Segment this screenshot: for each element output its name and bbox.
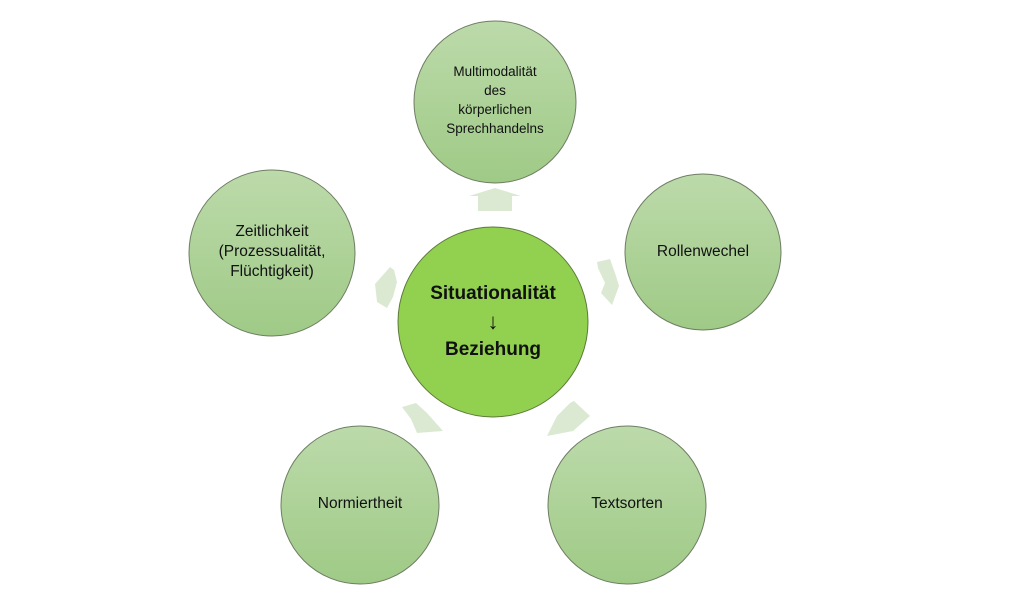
center-label-line2: Beziehung bbox=[444, 339, 542, 360]
arrow-up-icon bbox=[469, 188, 521, 211]
node-right-line: Rollenwechel bbox=[656, 243, 750, 260]
down-arrow-icon: ↓ bbox=[487, 309, 499, 334]
connector-arrows bbox=[375, 188, 619, 436]
node-top-line: Sprechhandelns bbox=[446, 121, 544, 136]
arrow-down-left-icon bbox=[402, 403, 443, 433]
node-left-line: Zeitlichkeit bbox=[235, 223, 309, 240]
node-circle-bottom-right bbox=[547, 425, 707, 585]
arrow-left-icon bbox=[375, 267, 397, 308]
node-top-line: Multimodalität bbox=[453, 64, 537, 79]
node-circle-right bbox=[624, 173, 782, 331]
node-circle-bottom-left bbox=[280, 425, 440, 585]
center-label: Situationalität ↓ Beziehung bbox=[430, 279, 556, 365]
node-label-right: Rollenwechel bbox=[657, 242, 749, 262]
node-bottom-left-line: Normiertheit bbox=[317, 495, 403, 512]
node-left-line: Flüchtigkeit) bbox=[230, 263, 314, 280]
node-circle-left bbox=[188, 169, 356, 337]
center-circle bbox=[397, 226, 589, 418]
node-circle-top bbox=[413, 20, 577, 184]
node-top-line: körperlichen bbox=[458, 102, 532, 117]
node-top-line: des bbox=[484, 83, 506, 98]
node-bottom-right-line: Textsorten bbox=[591, 495, 663, 512]
center-label-line1: Situationalität bbox=[430, 283, 556, 304]
arrow-down-right-icon bbox=[547, 401, 590, 436]
node-label-bottom-left: Normiertheit bbox=[318, 494, 402, 514]
arrow-right-icon bbox=[597, 259, 619, 305]
node-label-bottom-right: Textsorten bbox=[591, 494, 663, 514]
node-label-left: Zeitlichkeit (Prozessualität, Flüchtigke… bbox=[219, 222, 326, 282]
node-label-top: Multimodalität des körperlichen Sprechha… bbox=[446, 62, 544, 138]
node-left-line: (Prozessualität, bbox=[218, 243, 326, 260]
